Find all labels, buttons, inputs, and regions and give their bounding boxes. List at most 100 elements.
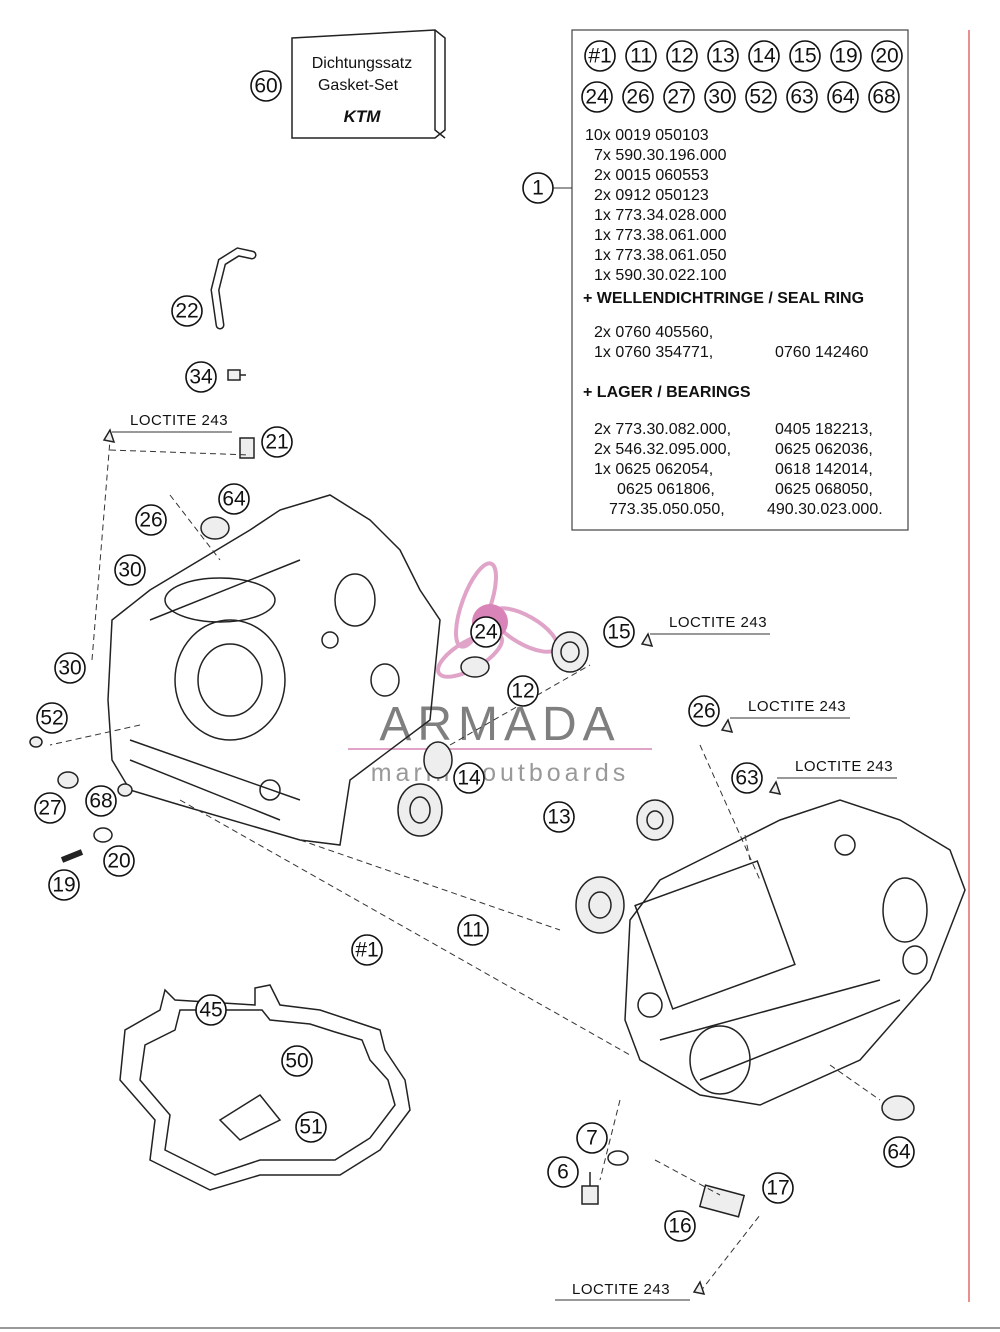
svg-text:1: 1	[532, 177, 544, 200]
kit-circled-30: 30	[704, 81, 736, 113]
armada-watermark: ARMADA marine outboards	[348, 561, 652, 787]
kit-part-line: 1x 773.38.061.000	[594, 227, 727, 244]
callout-68: 68	[85, 785, 117, 817]
bolt-19	[60, 849, 84, 863]
bearing-right-4: 0625 068050,	[775, 481, 873, 498]
callout-12: 12	[507, 675, 539, 707]
kit-part-line: 1x 590.30.022.100	[594, 267, 727, 284]
callout-50: 50	[281, 1045, 313, 1077]
svg-text:16: 16	[668, 1215, 691, 1238]
bearing-right-2: 0625 062036,	[775, 441, 873, 458]
loctite-label-4: LOCTITE 243	[768, 758, 897, 795]
svg-text:14: 14	[752, 45, 776, 68]
svg-text:LOCTITE 243: LOCTITE 243	[669, 614, 767, 631]
kit-circled-68: 68	[868, 81, 900, 113]
callout-11: 11	[457, 914, 489, 946]
svg-text:68: 68	[89, 790, 112, 813]
kit-circled-26: 26	[622, 81, 654, 113]
fitting-21	[239, 437, 255, 459]
kit-circled-52: 52	[745, 81, 777, 113]
callout-26: 26	[135, 504, 167, 536]
bearing-left-5: 773.35.050.050,	[609, 501, 725, 518]
cover-16	[698, 1184, 746, 1218]
svg-text:13: 13	[711, 45, 734, 68]
svg-text:68: 68	[872, 86, 895, 109]
callout-19: 19	[48, 869, 80, 901]
svg-text:45: 45	[199, 999, 222, 1022]
callout-15: 15	[603, 616, 635, 648]
kit-circled-14: 14	[748, 40, 780, 72]
callout-16: 16	[664, 1210, 696, 1242]
svg-text:15: 15	[793, 45, 816, 68]
seal-heading: + WELLENDICHTRINGE / SEAL RING	[583, 290, 864, 307]
callout-21: 21	[261, 426, 293, 458]
bushing-64-right	[881, 1095, 915, 1121]
washer-7	[607, 1150, 629, 1166]
svg-text:52: 52	[749, 86, 772, 109]
svg-text:22: 22	[175, 300, 198, 323]
svg-text:19: 19	[52, 874, 75, 897]
loctite-label-5: LOCTITE 243	[555, 1280, 706, 1301]
kit-circled-15: 15	[789, 40, 821, 72]
loctite-label-1: LOCTITE 243	[102, 412, 232, 443]
hose-22	[210, 247, 257, 330]
kit-circled-row2: 24 26 27 30 52 63 64 68	[581, 81, 900, 113]
plug-6	[581, 1172, 599, 1205]
callout-64: 64	[883, 1136, 915, 1168]
svg-text:17: 17	[766, 1177, 789, 1200]
right-crankcase-half	[624, 799, 966, 1106]
case-gasket	[119, 984, 411, 1191]
callout-14: 14	[453, 762, 485, 794]
svg-text:63: 63	[790, 86, 813, 109]
seal-line-1: 2x 0760 405560,	[594, 324, 713, 341]
callout-30: 30	[54, 652, 86, 684]
kit-circled-24: 24	[581, 81, 613, 113]
kit-part-line: 2x 0015 060553	[594, 167, 709, 184]
svg-text:26: 26	[139, 509, 162, 532]
gasket-set-line2: Gasket-Set	[318, 77, 399, 94]
callout-7: 7	[576, 1122, 608, 1154]
kit-part-list: 10x 0019 050103 7x 590.30.196.000 2x 0015 …	[585, 127, 727, 284]
bearing-right	[575, 799, 674, 934]
kit-circled-hash1: #1	[584, 40, 616, 72]
gasket-set-line1: Dichtungssatz	[312, 55, 413, 72]
dowel-52	[29, 736, 43, 748]
svg-text:19: 19	[834, 45, 857, 68]
bearing-left-4: 0625 061806,	[617, 481, 715, 498]
svg-text:20: 20	[875, 45, 898, 68]
kit-part-line: 7x 590.30.196.000	[594, 147, 727, 164]
svg-text:#1: #1	[588, 45, 611, 68]
svg-text:20: 20	[107, 850, 130, 873]
bushing-24	[460, 656, 490, 678]
callout-20: 20	[103, 845, 135, 877]
callout-6: 6	[547, 1156, 579, 1188]
bearing-left-1: 2x 773.30.082.000,	[594, 421, 731, 438]
kit-part-line: 1x 773.34.028.000	[594, 207, 727, 224]
loctite-label-3: LOCTITE 243	[720, 698, 850, 733]
kit-circled-11: 11	[625, 40, 657, 72]
kit-part-line: 10x 0019 050103	[585, 127, 709, 144]
bushing-64-left	[200, 516, 230, 540]
svg-text:34: 34	[189, 366, 213, 389]
callout-26: 26	[688, 695, 720, 727]
svg-text:52: 52	[40, 707, 63, 730]
callout-27: 27	[34, 792, 66, 824]
kit-circled-64: 64	[827, 81, 859, 113]
fitting-34	[227, 369, 246, 381]
svg-text:27: 27	[667, 86, 690, 109]
svg-text:63: 63	[735, 767, 758, 790]
callout-60: 60	[250, 70, 282, 102]
svg-text:6: 6	[557, 1161, 569, 1184]
kit-circled-19: 19	[830, 40, 862, 72]
callout-51: 51	[295, 1111, 327, 1143]
watermark-tagline: marine outboards	[371, 759, 630, 787]
washer-20	[93, 827, 113, 843]
svg-text:24: 24	[585, 86, 609, 109]
kit-circled-20: 20	[871, 40, 903, 72]
kit-circled-27: 27	[663, 81, 695, 113]
watermark-brand: ARMADA	[379, 698, 620, 751]
kit-circled-13: 13	[707, 40, 739, 72]
